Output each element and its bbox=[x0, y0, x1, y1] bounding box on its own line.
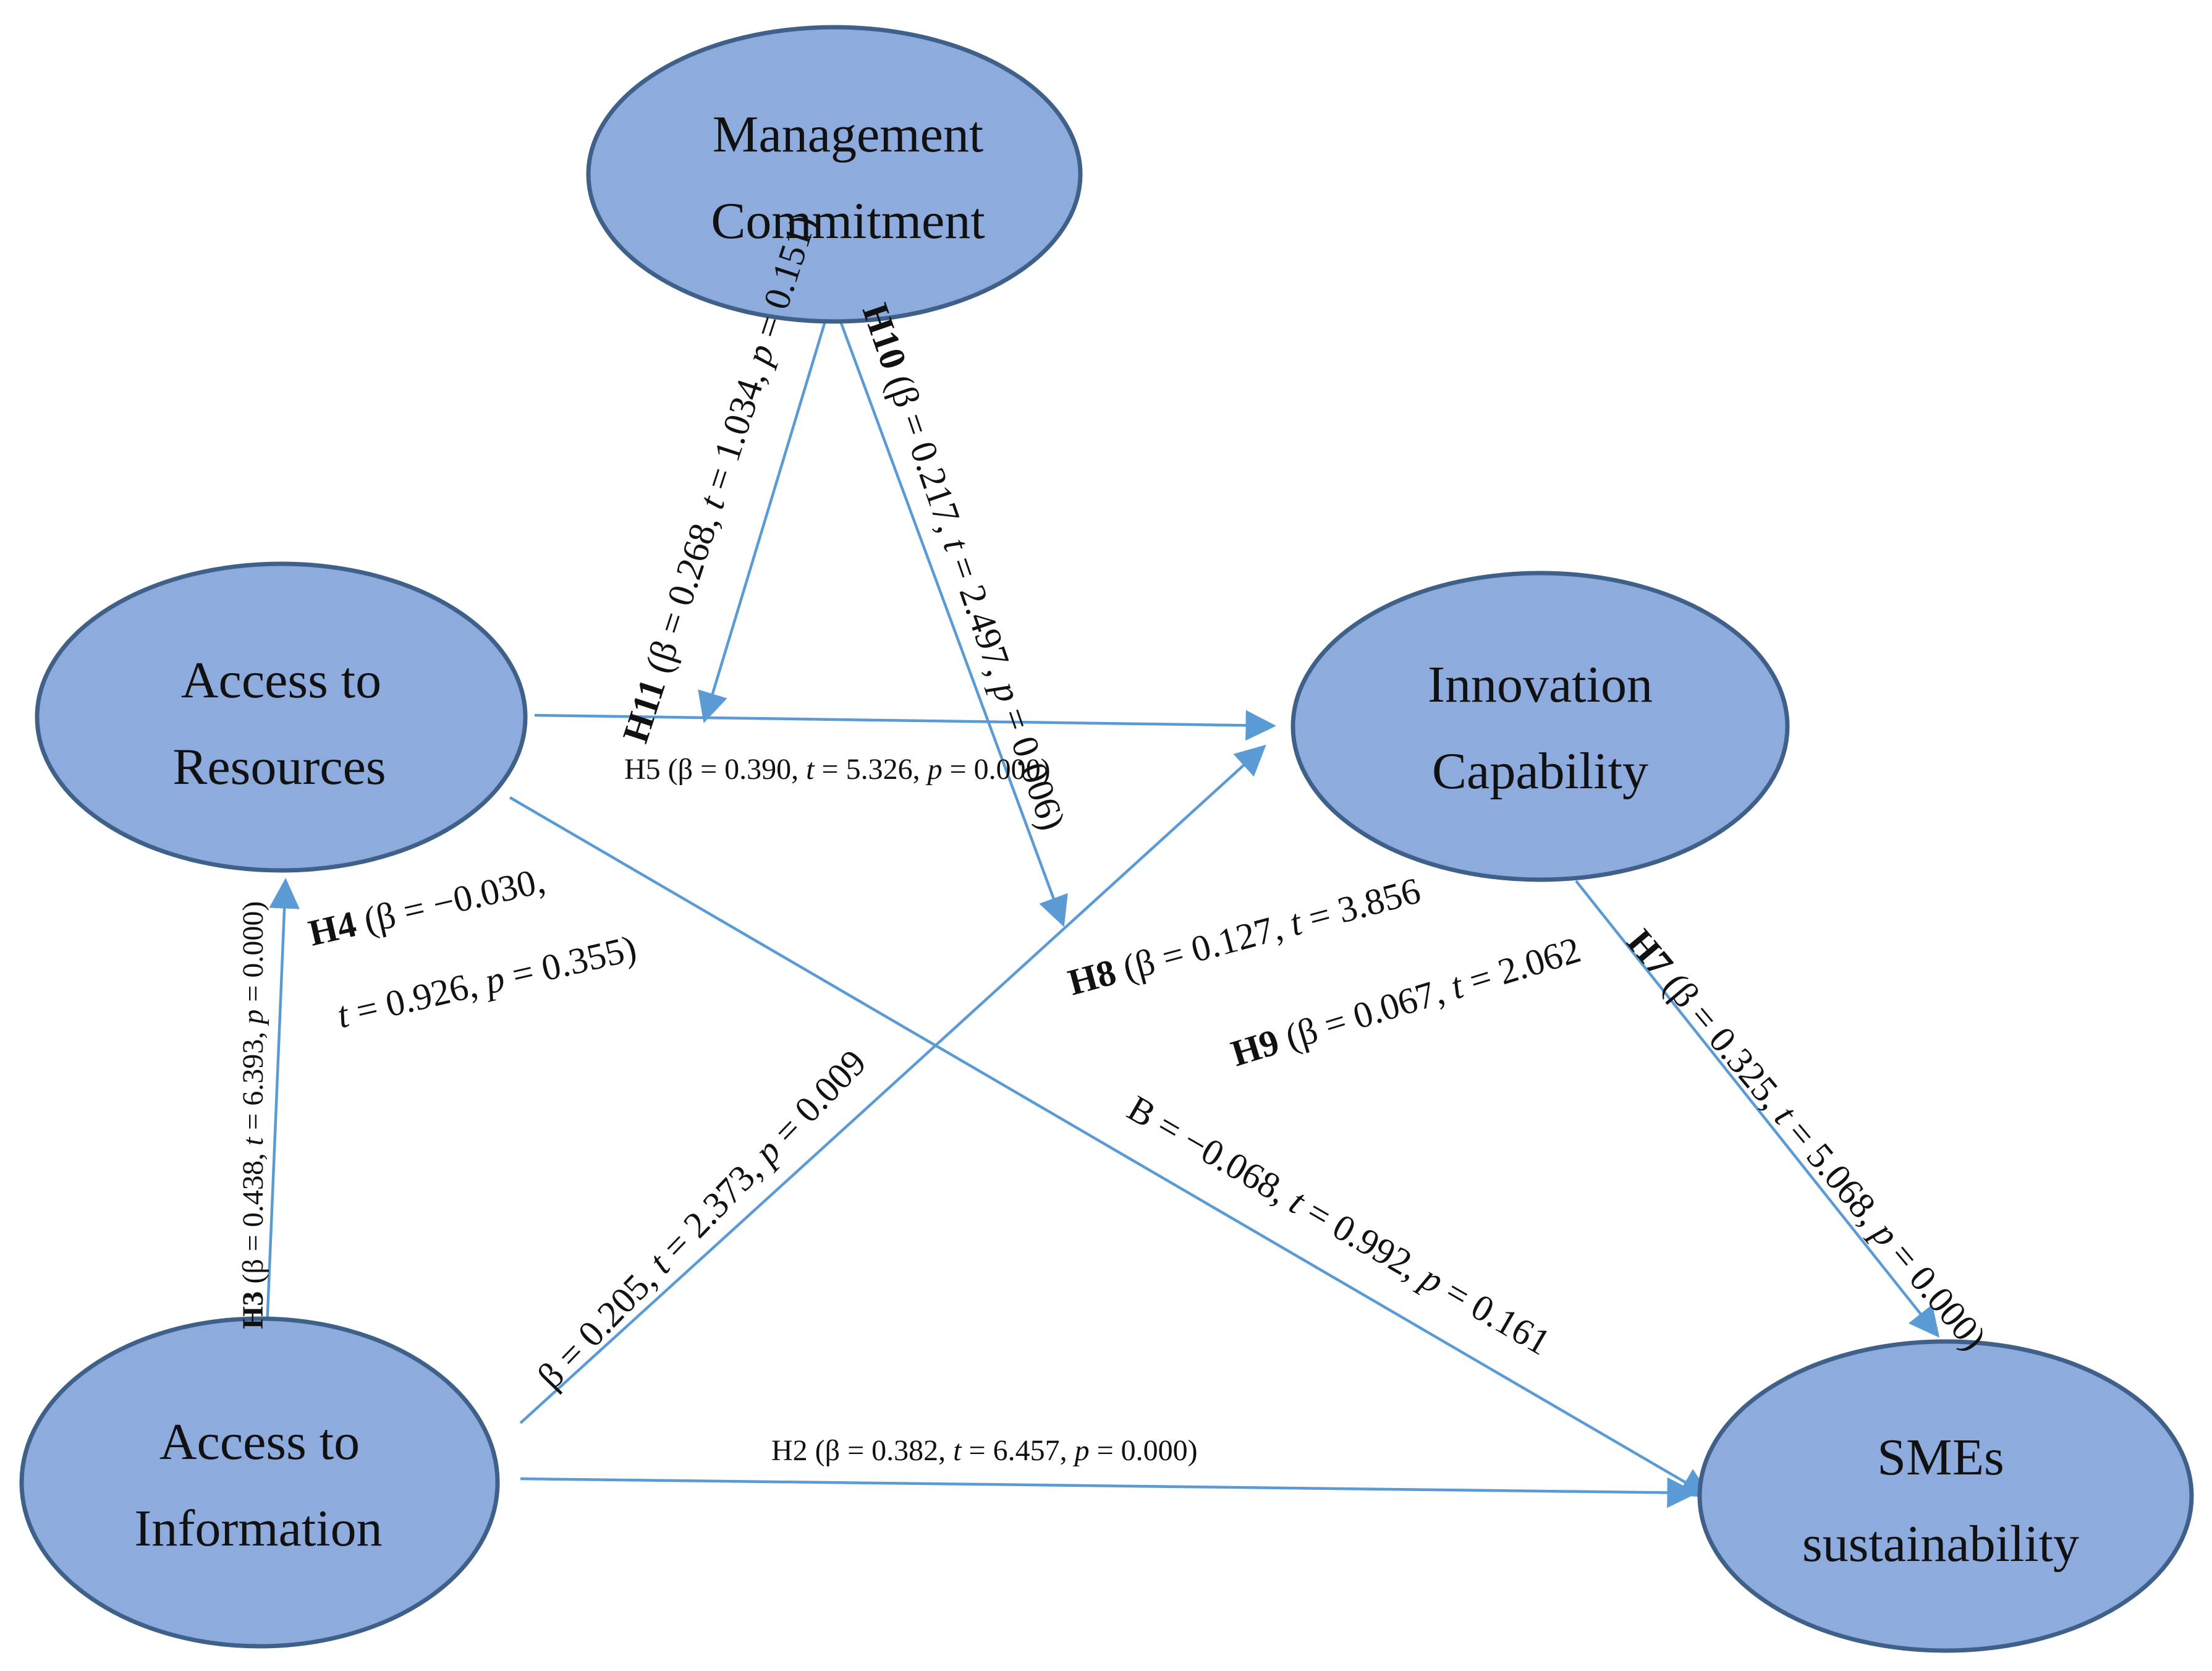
node-label-line1: Access to bbox=[181, 652, 381, 709]
edge-label-h3: H3 (β = 0.438, t = 6.393, p = 0.000) bbox=[237, 901, 269, 1329]
edge-label-h4-line1: H4 (β = −0.030, bbox=[305, 860, 549, 954]
label-p: p bbox=[926, 753, 943, 786]
node-ellipse bbox=[35, 561, 528, 873]
node-ellipse bbox=[1290, 571, 1790, 882]
edge-label-information-to-innovation: β = 0.205, t = 2.373, p = 0.009 bbox=[530, 1042, 874, 1397]
label-t-value: = 2.497, bbox=[939, 543, 1023, 690]
label-p-value: = 0.161 bbox=[1430, 1266, 1557, 1363]
node-label-line2: Capability bbox=[1432, 742, 1648, 800]
label-id: H2 bbox=[771, 1434, 808, 1467]
label-beta: (β = −0.030, bbox=[351, 860, 549, 943]
label-beta bbox=[808, 1434, 815, 1467]
node-label-line1: Management bbox=[713, 106, 984, 163]
label-p-value: = 0.009 bbox=[759, 1042, 874, 1159]
label-beta: B = −0.068, bbox=[1121, 1087, 1303, 1217]
label-t: t bbox=[237, 1136, 269, 1146]
edge-h4-resources-to-smes bbox=[509, 796, 1712, 1498]
edge-label-h4-line2: t = 0.926, p = 0.355) bbox=[333, 927, 640, 1036]
label-id: H4 bbox=[305, 903, 360, 954]
edge-label-h4: H4 (β = −0.030, t = 0.926, p = 0.355) bbox=[305, 860, 640, 1036]
edge-label-h7: H7 (β = 0.325, t = 5.068, p = 0.000) bbox=[1619, 922, 1994, 1358]
edge-h10-management-to-h8 bbox=[839, 321, 1068, 927]
node-ellipse bbox=[1697, 1339, 2194, 1653]
label-p-value: = 0.000) bbox=[943, 753, 1051, 786]
label-beta: (β = 0.325, bbox=[1650, 958, 1798, 1124]
node-access-to-resources: Access to Resources bbox=[35, 561, 528, 873]
label-id: H5 bbox=[624, 753, 661, 786]
edge-h2-information-to-smes bbox=[520, 1477, 1698, 1508]
label-p: p bbox=[237, 1010, 269, 1026]
node-label-line1: Innovation bbox=[1428, 656, 1653, 713]
edge-label-h2: H2 (β = 0.382, t = 6.457, p = 0.000) bbox=[771, 1434, 1198, 1467]
edge-information-to-innovation bbox=[519, 744, 1266, 1424]
node-label-line2: Information bbox=[134, 1500, 382, 1557]
edge-h5-resources-to-innovation bbox=[534, 710, 1276, 741]
label-p-value: = 0.000) bbox=[1876, 1228, 1994, 1358]
label-beta: β = 0.205, bbox=[530, 1253, 671, 1397]
edge-label-h5: H5 (β = 0.390, t = 5.326, p = 0.000) bbox=[624, 753, 1051, 786]
label-beta: (β = 0.390, bbox=[661, 753, 806, 786]
label-t-value: = 3.856 bbox=[1295, 870, 1425, 941]
label-p-value: = 0.355) bbox=[499, 927, 640, 998]
label-t-value: = 6.393, bbox=[237, 1024, 269, 1137]
label-beta: (β = 0.382, bbox=[815, 1434, 953, 1467]
node-label-line2: sustainability bbox=[1802, 1515, 2079, 1573]
edge-h7-innovation-to-smes bbox=[1575, 880, 1940, 1338]
edge-h11-management-to-h5 bbox=[698, 321, 827, 723]
node-label-line1: SMEs bbox=[1877, 1429, 2004, 1486]
label-t-value: = 0.926, bbox=[343, 962, 490, 1034]
edge-label-h8: H8 (β = 0.127, t = 3.856 bbox=[1064, 870, 1425, 1003]
node-label-line2: Resources bbox=[172, 738, 386, 796]
label-id: H11 bbox=[615, 674, 674, 747]
edge-h3-information-to-resources bbox=[265, 878, 300, 1329]
label-beta: (β = 0.268, bbox=[635, 501, 730, 686]
node-label-line1: Access to bbox=[159, 1413, 360, 1471]
label-beta: (β = 0.067, bbox=[1272, 968, 1458, 1060]
label-t-value: = 6.457, bbox=[962, 1434, 1075, 1467]
node-ellipse bbox=[586, 25, 1083, 324]
label-p: p bbox=[1073, 1434, 1090, 1467]
label-id: H3 bbox=[237, 1291, 269, 1329]
node-ellipse bbox=[19, 1316, 500, 1649]
edge-label-h9: H9 (β = 0.067, t = 2.062 bbox=[1227, 929, 1585, 1074]
edge-label-resources-to-smes: B = −0.068, t = 0.992, p = 0.161 bbox=[1121, 1087, 1557, 1363]
label-beta: (β = 0.127, bbox=[1109, 904, 1295, 991]
label-t: t bbox=[806, 753, 815, 786]
label-t-value: = 5.068, bbox=[1773, 1105, 1896, 1240]
label-t-value: = 2.062 bbox=[1456, 929, 1585, 1004]
label-p-value: = 0.000) bbox=[1090, 1434, 1198, 1467]
label-t-value: = 0.992, bbox=[1292, 1186, 1434, 1293]
label-p-value: = 0.000) bbox=[237, 901, 269, 1010]
label-t-value: = 1.034, bbox=[694, 357, 776, 504]
node-label-line2: Commitment bbox=[711, 192, 985, 250]
label-t-value: = 5.326, bbox=[815, 753, 928, 786]
label-beta: (β = 0.438, bbox=[237, 1146, 269, 1291]
node-innovation-capability: Innovation Capability bbox=[1290, 571, 1790, 882]
node-access-to-information: Access to Information bbox=[19, 1316, 500, 1649]
node-management-commitment: Management Commitment bbox=[586, 25, 1083, 324]
node-smes-sustainability: SMEs sustainability bbox=[1697, 1339, 2194, 1653]
label-t: t bbox=[953, 1434, 962, 1467]
